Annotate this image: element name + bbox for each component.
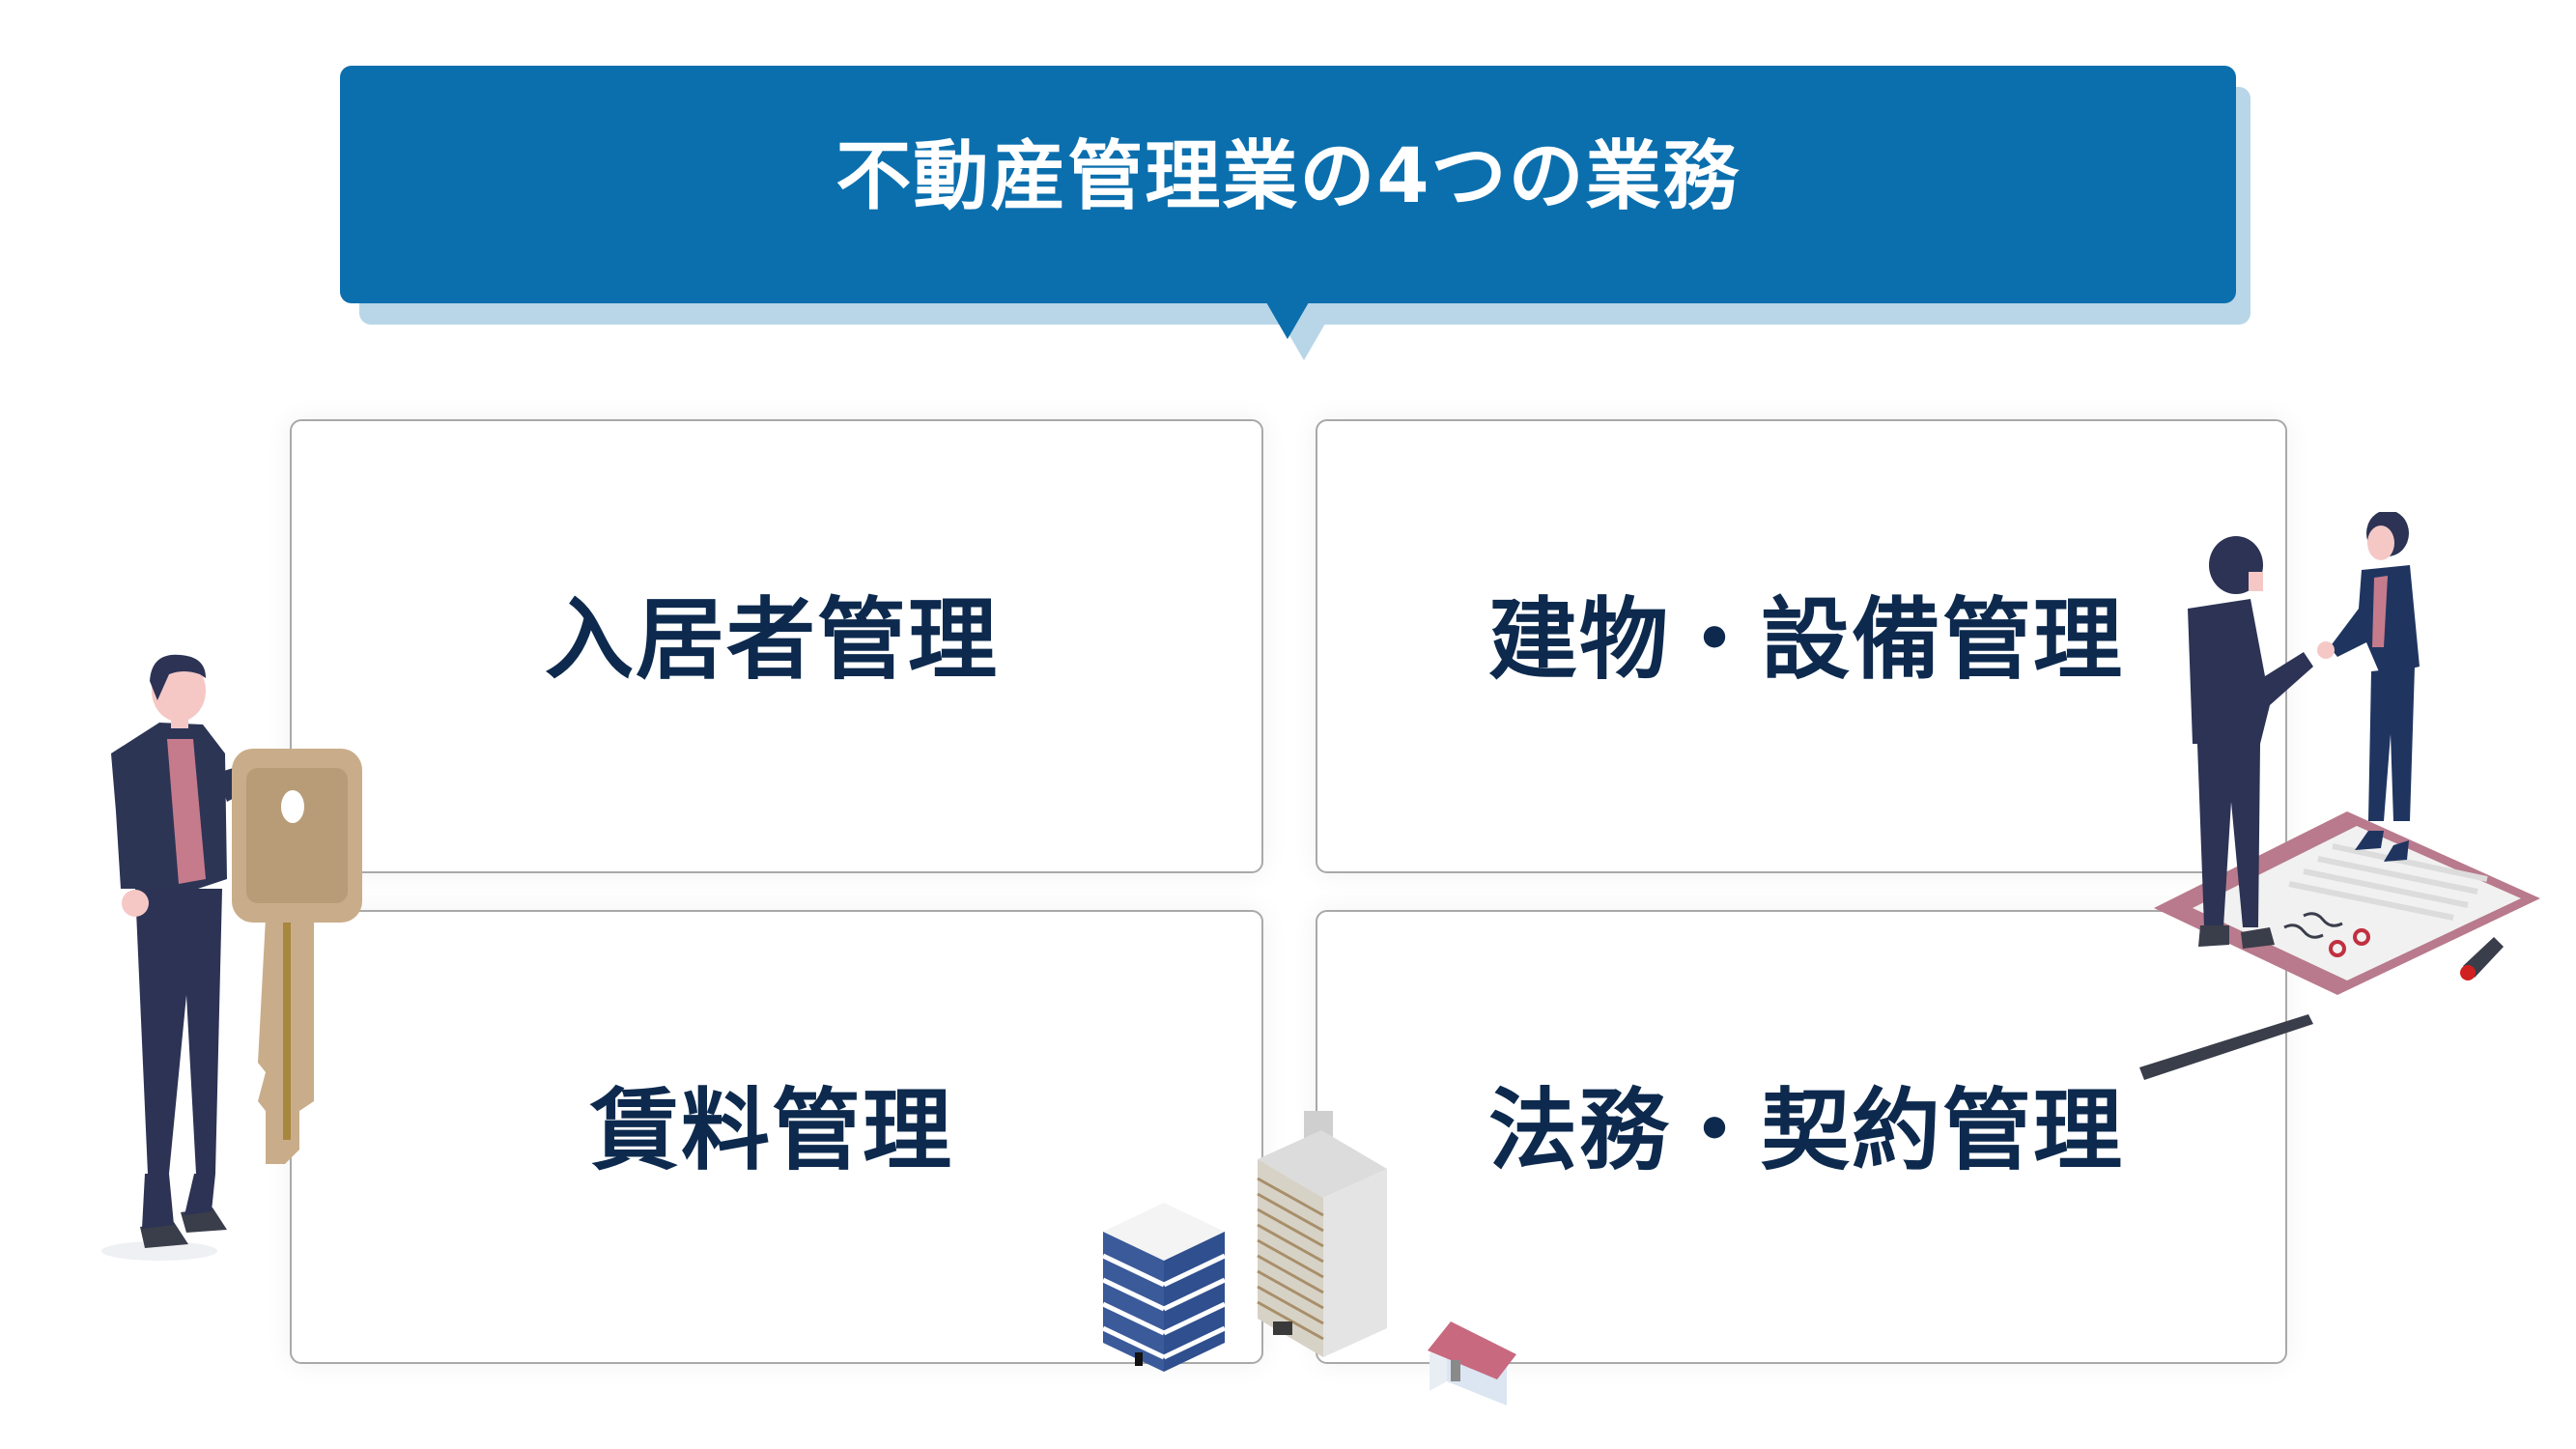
card-label: 賃料管理 [589,1078,953,1182]
person-with-key-icon [101,654,362,1261]
card-rent-management: 賃料管理 [290,910,1263,1364]
card-legal-contract-management: 法務・契約管理 [1316,910,2287,1364]
card-label: 法務・契約管理 [1487,1078,2124,1182]
card-tenant-management: 入居者管理 [290,419,1263,873]
banner-pointer [1266,302,1309,339]
page-title: 不動産管理業の4つの業務 [835,133,1741,220]
title-banner: 不動産管理業の4つの業務 [340,66,2236,303]
card-label: 入居者管理 [544,587,999,692]
handshake-contract-icon [2139,512,2540,1080]
card-label: 建物・設備管理 [1487,587,2124,692]
buildings-icon [1101,1111,1516,1406]
card-building-facility-management: 建物・設備管理 [1316,419,2287,873]
